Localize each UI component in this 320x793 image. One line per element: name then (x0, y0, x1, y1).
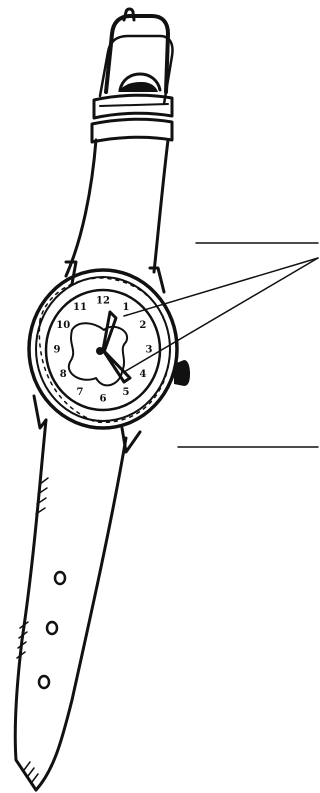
strap-keeper-top (94, 95, 172, 118)
strap-hole-icon (55, 572, 65, 584)
dial-numeral-3: 3 (146, 345, 153, 356)
strap-hole-icon (47, 622, 57, 634)
dial-numeral-12: 12 (96, 296, 110, 307)
crown-icon (174, 360, 190, 386)
lower-strap (15, 420, 126, 790)
minute-hand (103, 350, 130, 382)
dial-numeral-9: 9 (54, 345, 61, 356)
dial-numeral-4: 4 (139, 369, 146, 380)
label-leader-lines (124, 258, 318, 372)
dial-numeral-1: 1 (123, 302, 130, 313)
upper-strap (66, 36, 173, 276)
hour-hand (103, 312, 116, 352)
dial-numeral-11: 11 (73, 302, 87, 313)
dial-numeral-7: 7 (77, 387, 84, 398)
strap-keeper-bottom (92, 119, 172, 142)
dial-numeral-2: 2 (139, 320, 146, 331)
dial-numeral-10: 10 (56, 320, 70, 331)
dial-numeral-6: 6 (100, 394, 107, 405)
dial-numeral-8: 8 (60, 369, 67, 380)
hand-pivot (96, 347, 104, 355)
dial-numeral-5: 5 (123, 387, 130, 398)
leader-line-minute-hand (124, 258, 318, 372)
strap-hole-icon (39, 676, 49, 688)
buckle-icon (106, 9, 168, 92)
